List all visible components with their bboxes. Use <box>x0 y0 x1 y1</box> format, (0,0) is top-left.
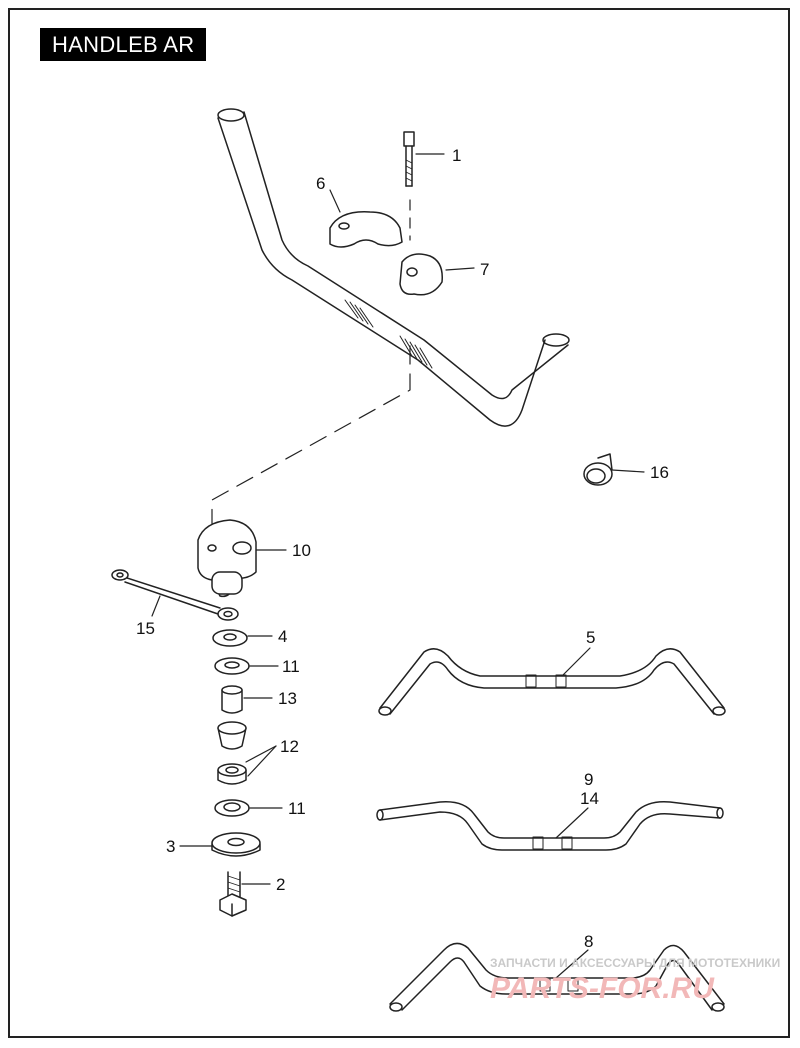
leader-lines <box>151 153 645 979</box>
callout-6: 6 <box>316 174 325 193</box>
callout-13: 13 <box>278 689 297 708</box>
diagram-frame <box>8 8 790 1038</box>
handlebar-part-9-14 <box>376 800 724 851</box>
washer-part-3 <box>211 832 261 857</box>
callout-7: 7 <box>480 260 489 279</box>
callout-11-lower: 11 <box>288 799 306 818</box>
callout-1: 1 <box>452 146 461 165</box>
callout-5: 5 <box>586 628 595 647</box>
upper-clamp-part-6 <box>329 211 403 248</box>
washer-part-4 <box>212 629 248 647</box>
callout-9: 9 <box>584 770 593 789</box>
watermark-caption: ЗАПЧАСТИ И АКСЕССУАРЫ ДЛЯ МОТОТЕХНИКИ <box>490 956 780 970</box>
callout-16: 16 <box>650 463 669 482</box>
bolt-part-1 <box>403 131 415 187</box>
callout-8: 8 <box>584 932 593 951</box>
sleeve-part-13 <box>221 685 243 714</box>
diagram-title: HANDLEB AR <box>40 28 206 61</box>
callout-15: 15 <box>136 619 155 638</box>
callout-10: 10 <box>292 541 311 560</box>
watermark-logo: PARTS-FOR.RU <box>490 972 715 1005</box>
ground-strap-part-15 <box>111 569 239 621</box>
callout-2: 2 <box>276 875 285 894</box>
callout-11-upper: 11 <box>282 657 300 676</box>
callout-12: 12 <box>280 737 299 756</box>
bushing-part-12-upper <box>217 721 247 750</box>
bushing-part-12-lower <box>217 763 247 785</box>
bushing-part-11-upper <box>214 657 250 675</box>
knurl-marks <box>344 299 433 369</box>
callout-4: 4 <box>278 627 287 646</box>
main-handlebar <box>217 108 570 427</box>
bushing-part-11-lower <box>214 799 250 817</box>
handlebar-part-5 <box>378 648 726 716</box>
bolt-part-2 <box>219 871 247 917</box>
riser-part-10 <box>197 519 257 598</box>
callout-14: 14 <box>580 789 599 808</box>
handlebar-part-8 <box>389 942 725 1012</box>
assembly-dashed-line <box>211 345 411 526</box>
clip-part-16 <box>583 453 613 486</box>
lower-clamp-part-7 <box>399 253 443 296</box>
callout-3: 3 <box>166 837 175 856</box>
